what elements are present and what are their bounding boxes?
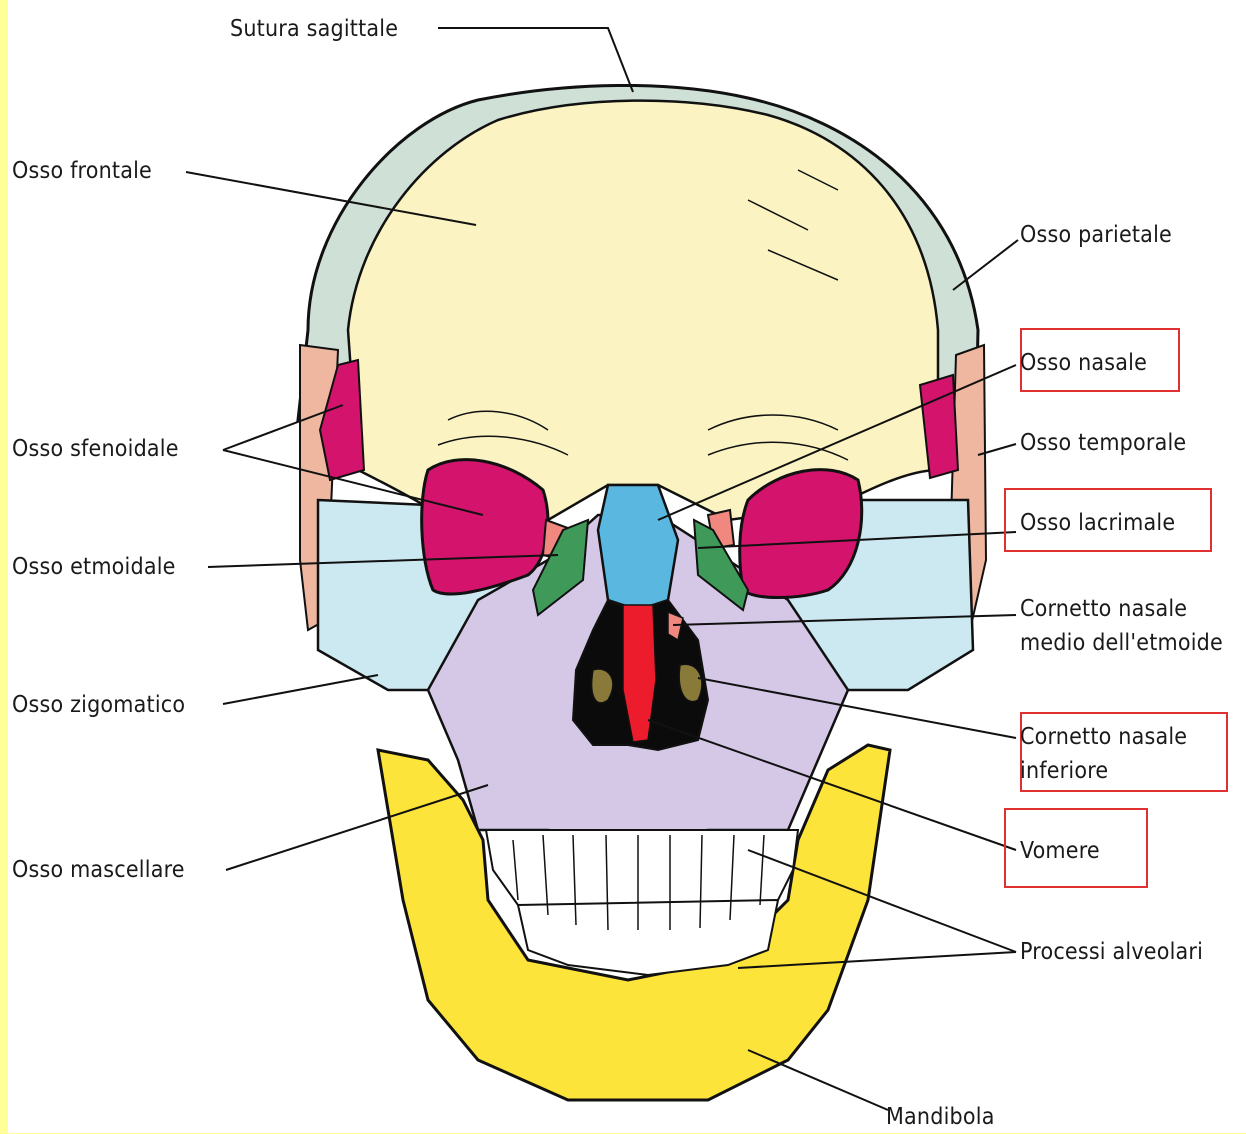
label-processi-alveolari: Processi alveolari xyxy=(1020,935,1203,969)
label-mandibola: Mandibola xyxy=(886,1100,995,1134)
label-cornetto-medio-2: medio dell'etmoide xyxy=(1020,626,1223,660)
cornetto-inferiore-left xyxy=(592,669,613,703)
label-osso-etmoidale: Osso etmoidale xyxy=(12,550,176,584)
diagram-canvas: Sutura sagittale Osso frontale Osso pari… xyxy=(8,0,1246,1133)
label-osso-sfenoidale: Osso sfenoidale xyxy=(12,432,179,466)
label-osso-parietale: Osso parietale xyxy=(1020,218,1172,252)
label-osso-zigomatico: Osso zigomatico xyxy=(12,688,185,722)
label-osso-mascellare: Osso mascellare xyxy=(12,853,185,887)
osso-frontale-shape xyxy=(348,101,938,520)
label-sutura-sagittale: Sutura sagittale xyxy=(230,12,398,46)
label-cornetto-inferiore-2: inferiore xyxy=(1020,754,1108,788)
label-cornetto-medio-1: Cornetto nasale xyxy=(1020,592,1187,626)
label-osso-frontale: Osso frontale xyxy=(12,154,152,188)
osso-nasale-shape xyxy=(598,485,678,610)
orbita-left xyxy=(422,460,548,594)
label-osso-nasale: Osso nasale xyxy=(1020,346,1147,380)
label-cornetto-inferiore-1: Cornetto nasale xyxy=(1020,720,1187,754)
label-osso-temporale: Osso temporale xyxy=(1020,426,1186,460)
label-vomere: Vomere xyxy=(1020,834,1100,868)
label-osso-lacrimale: Osso lacrimale xyxy=(1020,506,1175,540)
